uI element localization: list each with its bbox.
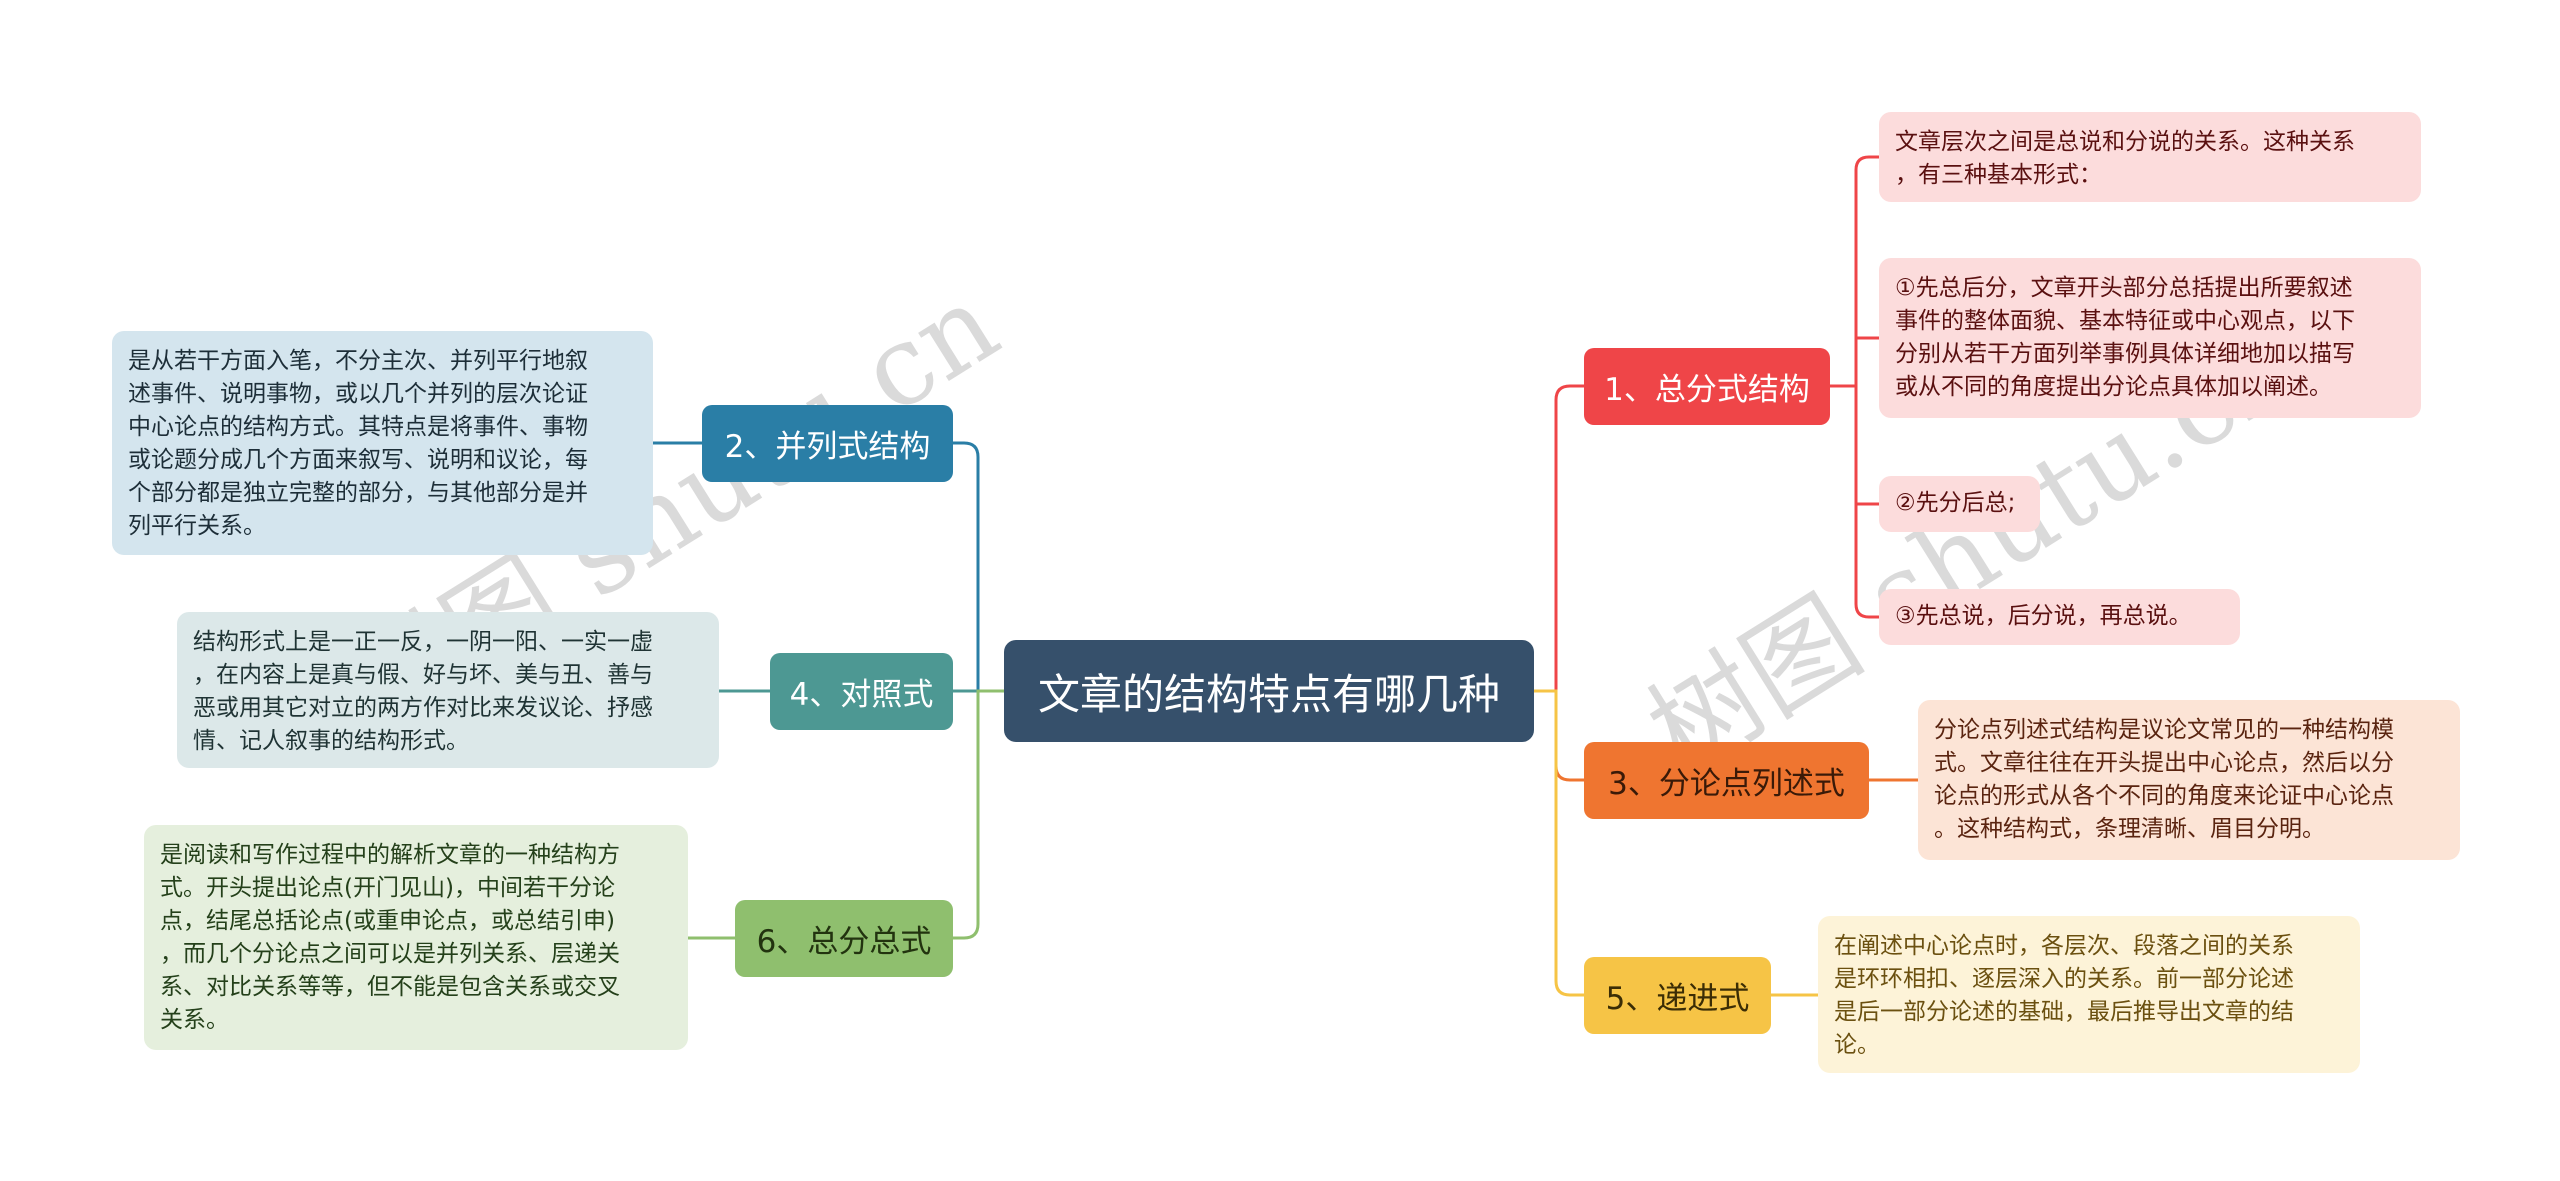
branch-binglie[interactable]: 2、并列式结构: [702, 405, 953, 482]
leaf-binglie-desc[interactable]: 是从若干方面入笔，不分主次、并列平行地叙 述事件、说明事物，或以几个并列的层次论…: [112, 331, 653, 555]
branch-dijin[interactable]: 5、递进式: [1584, 957, 1771, 1034]
connector-b5: [1534, 689, 1584, 997]
branch-zongfenzong[interactable]: 6、总分总式: [735, 900, 953, 977]
branch-label: 3、分论点列述式: [1608, 766, 1845, 802]
leaf-fenlundian-desc[interactable]: 分论点列述式结构是议论文常见的一种结构模 式。文章往往在开头提出中心论点，然后以…: [1918, 700, 2460, 860]
branch-label: 4、对照式: [789, 677, 934, 713]
branch-fenlundian[interactable]: 3、分论点列述式: [1584, 742, 1869, 819]
connector-b6: [953, 689, 1004, 940]
leaf-zongfen-intro[interactable]: 文章层次之间是总说和分说的关系。这种关系 ，有三种基本形式：: [1879, 112, 2421, 202]
connector-b3: [1554, 691, 1584, 782]
connector-b1: [1534, 384, 1584, 693]
leaf-zongfen-form-3[interactable]: ③先总说，后分说，再总说。: [1879, 589, 2240, 645]
branch-label: 5、递进式: [1605, 981, 1750, 1017]
leaf-duizhao-desc[interactable]: 结构形式上是一正一反，一阴一阳、一实一虚 ，在内容上是真与假、好与坏、美与丑、善…: [177, 612, 719, 768]
connector-b2: [953, 441, 1004, 693]
branch-zongfen[interactable]: 1、总分式结构: [1584, 348, 1830, 425]
central-topic-label: 文章的结构特点有哪几种: [1037, 669, 1500, 719]
leaf-zongfen-form-2[interactable]: ②先分后总;: [1879, 476, 2040, 532]
leaf-zongfenzong-desc[interactable]: 是阅读和写作过程中的解析文章的一种结构方 式。开头提出论点(开门见山)，中间若干…: [144, 825, 688, 1050]
branch-label: 2、并列式结构: [724, 429, 931, 465]
branch-label: 6、总分总式: [756, 924, 932, 960]
leaf-zongfen-form-1[interactable]: ①先总后分，文章开头部分总括提出所要叙述 事件的整体面貌、基本特征或中心观点，以…: [1879, 258, 2421, 418]
central-topic[interactable]: 文章的结构特点有哪几种: [1004, 640, 1534, 742]
connector-b1-leaves: [1830, 155, 1879, 619]
leaf-dijin-desc[interactable]: 在阐述中心论点时，各层次、段落之间的关系 是环环相扣、逐层深入的关系。前一部分论…: [1818, 916, 2360, 1073]
branch-duizhao[interactable]: 4、对照式: [770, 653, 953, 730]
branch-label: 1、总分式结构: [1604, 372, 1810, 408]
